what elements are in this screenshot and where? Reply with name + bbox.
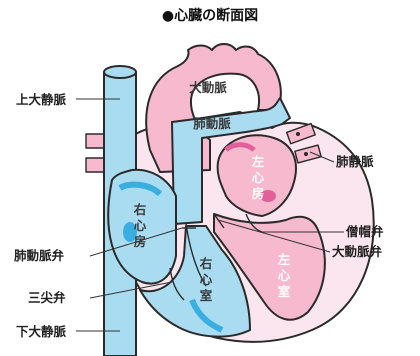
- left-atrium: [216, 134, 297, 217]
- pulmonary-artery-label: 肺動脈: [193, 116, 231, 131]
- svg-text:房: 房: [252, 186, 265, 201]
- svg-text:左: 左: [251, 154, 265, 169]
- mitral-valve: [245, 213, 263, 233]
- aortic-valve-label: 大動脈弁: [332, 244, 383, 259]
- tricuspid-valve-label: 三尖弁: [28, 290, 66, 305]
- right-atrium: [107, 168, 177, 285]
- svg-text:心: 心: [278, 268, 291, 283]
- pulmonary-artery: [171, 97, 291, 225]
- svg-text:室: 室: [278, 284, 291, 299]
- leader-lines: [76, 98, 344, 332]
- mitral-valve-label: 僧帽弁: [346, 224, 384, 239]
- right-ventricle-label: 右 心 室: [199, 256, 213, 303]
- aortic-valve: [213, 213, 225, 229]
- tricuspid-valve: [169, 267, 185, 301]
- svg-text:室: 室: [200, 288, 213, 303]
- aorta-label: 大動脈: [189, 80, 227, 95]
- vena-cava-opening: [103, 65, 137, 79]
- svg-text:心: 心: [252, 170, 265, 185]
- pulmonary-veins-label: 肺静脈: [336, 154, 374, 169]
- svg-text:心: 心: [200, 272, 213, 287]
- right-atrium-label: 右 心 房: [133, 202, 147, 249]
- svg-text:右: 右: [199, 256, 213, 271]
- inferior-vena-cava-label: 下大静脈: [16, 324, 67, 339]
- superior-vena-cava-label: 上大静脈: [16, 92, 67, 107]
- left-atrium-label: 左 心 房: [251, 154, 265, 201]
- svg-text:心: 心: [134, 218, 147, 233]
- pulmonary-valve-label: 肺動脈弁: [14, 248, 65, 263]
- left-ventricle: [213, 213, 326, 321]
- svg-text:左: 左: [277, 252, 291, 267]
- pulmonary-veins: [285, 122, 322, 164]
- left-ventricle-label: 左 心 室: [277, 252, 291, 299]
- diagram-title: ●心臓の断面図: [162, 7, 258, 24]
- svg-text:房: 房: [134, 234, 147, 249]
- septum-line: [185, 223, 207, 287]
- right-ventricle: [139, 225, 251, 338]
- svg-text:右: 右: [133, 202, 147, 217]
